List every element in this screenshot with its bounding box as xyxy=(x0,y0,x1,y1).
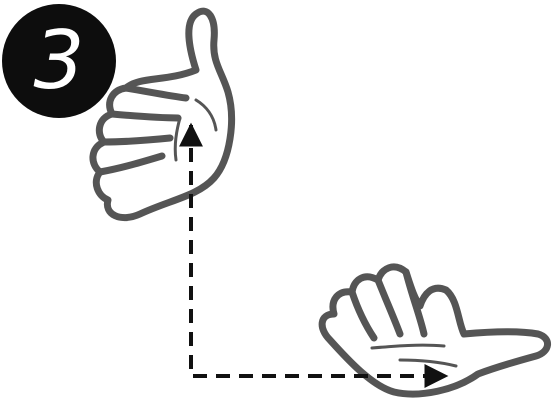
open-hand-fingers-up-icon xyxy=(93,11,232,217)
